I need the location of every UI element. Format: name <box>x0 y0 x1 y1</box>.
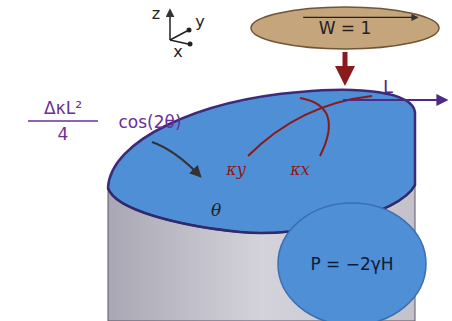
curvature-line <box>300 98 329 156</box>
fraction-bar <box>28 120 98 122</box>
axis-label: y <box>195 14 204 30</box>
curvature-label: κx <box>290 162 310 178</box>
formula-text: P = −2γH <box>310 254 393 274</box>
length-arrow <box>303 17 417 18</box>
formula-denominator: 4 <box>58 126 69 143</box>
axis-dot <box>188 42 193 47</box>
ellipse <box>278 203 426 321</box>
ellipse <box>251 7 439 49</box>
curvature-label: κy <box>226 162 246 178</box>
axis-label: x <box>173 44 182 60</box>
z-axis <box>169 10 171 40</box>
angle-label: θ <box>211 202 221 219</box>
axis-dot <box>187 28 192 33</box>
pressure-patch: P = −2γH <box>277 202 427 321</box>
load-arrow <box>343 52 348 78</box>
y-axis <box>170 31 187 40</box>
weight-disk: W = 1 <box>250 6 440 50</box>
length-label: L <box>383 78 393 96</box>
curvature-line <box>248 96 372 156</box>
formula-text: W = 1 <box>319 18 372 38</box>
length-arrow <box>343 99 446 101</box>
formula-text: cos(2θ) <box>118 114 181 131</box>
axis-label: z <box>152 6 160 22</box>
leader-arrow <box>152 142 200 176</box>
formula-numerator: ΔκL² <box>44 100 82 117</box>
